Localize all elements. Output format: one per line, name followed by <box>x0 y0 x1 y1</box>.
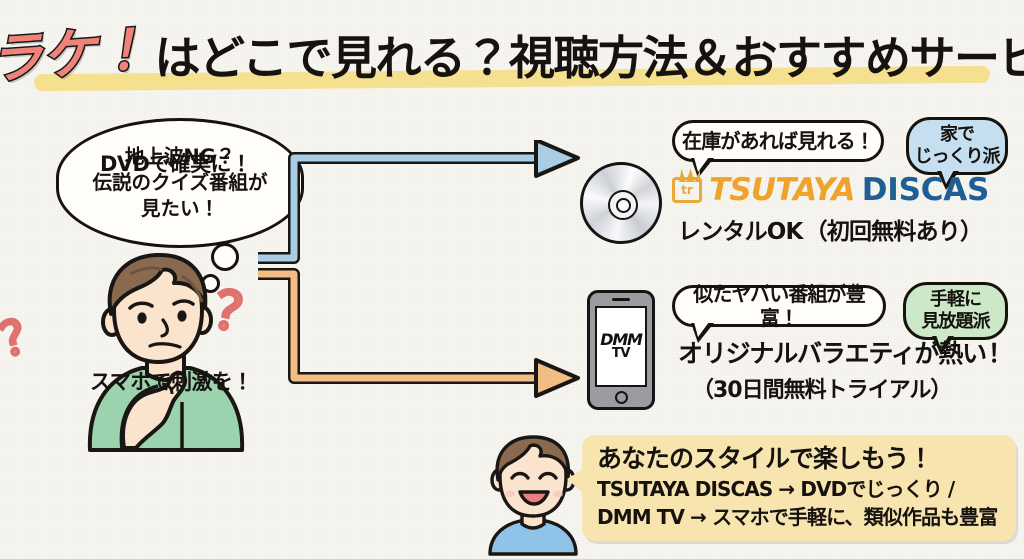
title-keyword: ダラケ！ <box>0 16 152 97</box>
persona-badge-easy: 手軽に 見放題派 <box>903 282 1008 355</box>
dmm-logo-line-2: TV <box>611 346 631 362</box>
phone-home-button <box>614 391 628 404</box>
thought-line-1: 地上波NG？ <box>124 144 236 168</box>
tsutaya-note-rest: （初回無料あり） <box>804 219 983 245</box>
dmm-headline: オリジナルバラエティが熱い！ <box>676 334 1013 371</box>
arrow-label-dvd-text: DVDで確実に！ <box>98 148 254 179</box>
phone-speaker <box>612 298 630 301</box>
question-mark-icon: ？ <box>0 303 54 369</box>
persona-home-line-1: 家で <box>940 124 975 146</box>
dmm-note: （30日間無料トライアル） <box>692 378 952 403</box>
title-rest: はどこで見れる？視聴方法＆おすすめサービス <box>154 31 1024 85</box>
tsutaya-wordmark: TSUTAYA <box>709 172 856 208</box>
tsutaya-discas-logo: tr TSUTAYA DISCAS <box>672 172 989 208</box>
bubble-tail <box>932 335 954 355</box>
tsutaya-mark-icon: tr <box>672 177 702 203</box>
dmm-headline-highlight: オリジナルバラエティが熱い <box>676 334 988 371</box>
arrow-label-smartphone: スマホで刺激を！ <box>88 366 255 397</box>
summary-callout: あなたのスタイルで楽しもう！ TSUTAYA DISCAS → DVDでじっくり… <box>567 435 1016 541</box>
bubble-tail <box>691 322 714 343</box>
summary-line-1: TSUTAYA DISCAS → DVDでじっくり / <box>597 476 955 501</box>
speech-bubble-stock-text: 在庫があれば見れる！ <box>682 129 875 153</box>
persona-home-line-2: じっくり派 <box>914 146 1001 167</box>
discas-wordmark: DISCAS <box>861 172 990 208</box>
dmm-logo-line-1: DMM <box>600 330 643 349</box>
dvd-disc-icon <box>580 162 662 244</box>
speech-bubble-stock: 在庫があれば見れる！ <box>672 120 884 178</box>
dmm-headline-rest: ！ <box>987 339 1013 368</box>
thinking-man-illustration <box>87 252 245 452</box>
tsutaya-note-highlight: レンタルOK <box>676 212 805 246</box>
speech-bubble-similar: 似たヤバい番組が豊富！ <box>672 282 886 343</box>
persona-badge-home: 家で じっくり派 <box>906 117 1008 190</box>
smiling-boy-illustration <box>488 435 578 556</box>
phone-screen: DMM TV <box>595 306 647 387</box>
smartphone-icon: DMM TV <box>587 290 655 410</box>
persona-easy-line-2: 見放題派 <box>921 311 991 332</box>
flow-arrows <box>258 140 580 398</box>
page-title: ダラケ！ はどこで見れる？視聴方法＆おすすめサービス <box>0 14 1024 97</box>
arrow-label-dvd: DVDで確実に！ <box>98 148 254 179</box>
tsutaya-note: レンタルOK（初回無料あり） <box>676 212 983 246</box>
speech-bubble-similar-text: 似たヤバい番組が豊富！ <box>693 282 865 330</box>
persona-easy-line-1: 手軽に <box>930 289 982 311</box>
bubble-tail <box>691 157 714 178</box>
bubble-tail <box>937 170 959 190</box>
arrow-label-smartphone-text: スマホで刺激を！ <box>88 366 255 397</box>
summary-line-2: DMM TV → スマホで手軽に、類似作品も豊富 <box>597 504 998 529</box>
thought-line-3: 見たい！ <box>140 197 219 221</box>
summary-heading: あなたのスタイルで楽しもう！ <box>597 444 933 473</box>
